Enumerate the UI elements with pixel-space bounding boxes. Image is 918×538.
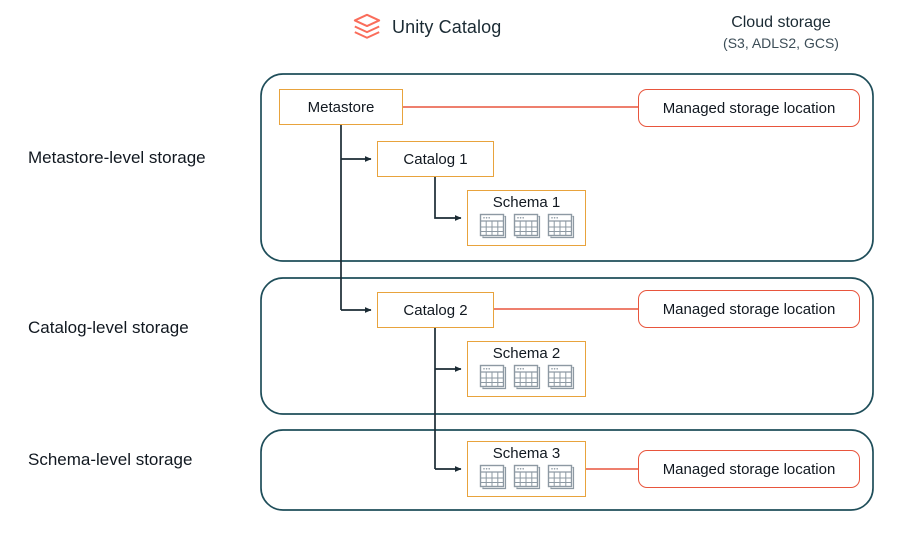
table-icon xyxy=(513,213,540,239)
cloud-storage-header: Cloud storage (S3, ADLS2, GCS) xyxy=(691,12,871,52)
table-icon xyxy=(547,364,574,390)
metastore-label: Metastore xyxy=(307,98,375,116)
table-icon xyxy=(513,464,540,490)
table-icon xyxy=(479,364,506,390)
managed-storage-label: Managed storage location xyxy=(662,460,836,478)
managed-storage-label: Managed storage location xyxy=(662,99,836,117)
schema-3-box[interactable]: Schema 3 xyxy=(467,441,586,497)
section-label-catalog-level: Catalog-level storage xyxy=(28,318,189,337)
schema-2-label: Schema 2 xyxy=(492,345,561,362)
managed-storage-location-catalog[interactable]: Managed storage location xyxy=(638,290,860,328)
unity-catalog-header: Unity Catalog xyxy=(352,12,501,42)
schema-1-tables xyxy=(479,213,575,239)
schema-2-box[interactable]: Schema 2 xyxy=(467,341,586,397)
catalog-2-box[interactable]: Catalog 2 xyxy=(377,292,494,328)
schema-3-tables xyxy=(479,464,575,490)
catalog-2-label: Catalog 2 xyxy=(403,301,468,319)
section-container-catalog xyxy=(260,277,874,415)
metastore-box[interactable]: Metastore xyxy=(279,89,403,125)
section-container-schema xyxy=(260,429,874,511)
connector-catalog1-schema1 xyxy=(434,177,462,221)
unity-catalog-layers-icon xyxy=(353,13,381,39)
schema-1-label: Schema 1 xyxy=(492,194,561,211)
unity-catalog-title: Unity Catalog xyxy=(392,16,502,37)
table-icon xyxy=(547,464,574,490)
catalog-1-box[interactable]: Catalog 1 xyxy=(377,141,494,177)
section-label-metastore-level: Metastore-level storage xyxy=(28,148,206,167)
managed-storage-location-metastore[interactable]: Managed storage location xyxy=(638,89,860,127)
cloud-storage-subtitle: (S3, ADLS2, GCS) xyxy=(723,34,839,51)
schema-3-label: Schema 3 xyxy=(492,445,561,462)
table-icon xyxy=(479,464,506,490)
schema-2-tables xyxy=(479,364,575,390)
table-icon xyxy=(479,213,506,239)
schema-1-box[interactable]: Schema 1 xyxy=(467,190,586,246)
cloud-storage-title: Cloud storage xyxy=(731,14,831,31)
managed-storage-location-schema[interactable]: Managed storage location xyxy=(638,450,860,488)
catalog-1-label: Catalog 1 xyxy=(403,150,468,168)
managed-storage-label: Managed storage location xyxy=(662,300,836,318)
section-container-metastore xyxy=(260,73,874,262)
table-icon xyxy=(547,213,574,239)
table-icon xyxy=(513,364,540,390)
section-label-schema-level: Schema-level storage xyxy=(28,450,193,469)
